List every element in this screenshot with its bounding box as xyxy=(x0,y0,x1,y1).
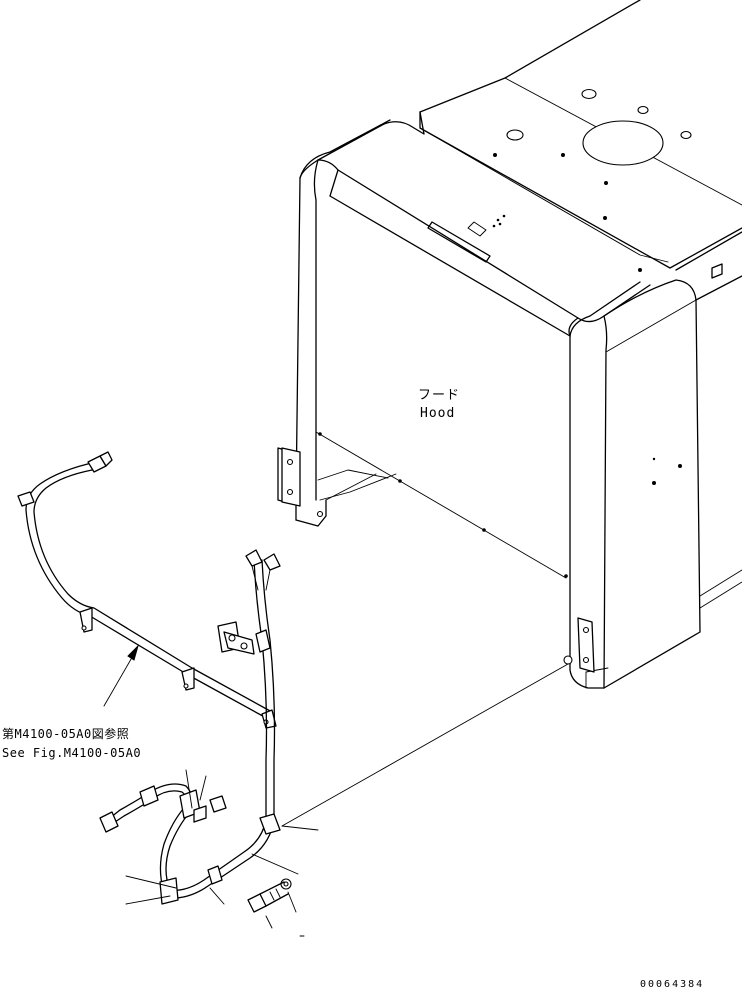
wire-harness xyxy=(17,451,292,913)
connector-lower xyxy=(99,811,119,833)
leader-lines xyxy=(103,644,569,937)
reference-label-en: See Fig.M4100-05A0 xyxy=(2,746,142,760)
engine-hood xyxy=(277,0,742,689)
hood-label-jp: フード xyxy=(418,388,461,403)
loose-clip xyxy=(209,795,227,813)
right-hinge-bracket xyxy=(577,617,595,673)
cover-large-hole xyxy=(582,120,664,166)
reference-label-jp: 第M4100-05A0図参照 xyxy=(2,727,130,741)
drawing-code: 00064384 xyxy=(640,979,705,990)
connector-vertical xyxy=(245,549,263,567)
hood-label-en: Hood xyxy=(420,406,456,421)
bolt-head xyxy=(247,893,267,913)
